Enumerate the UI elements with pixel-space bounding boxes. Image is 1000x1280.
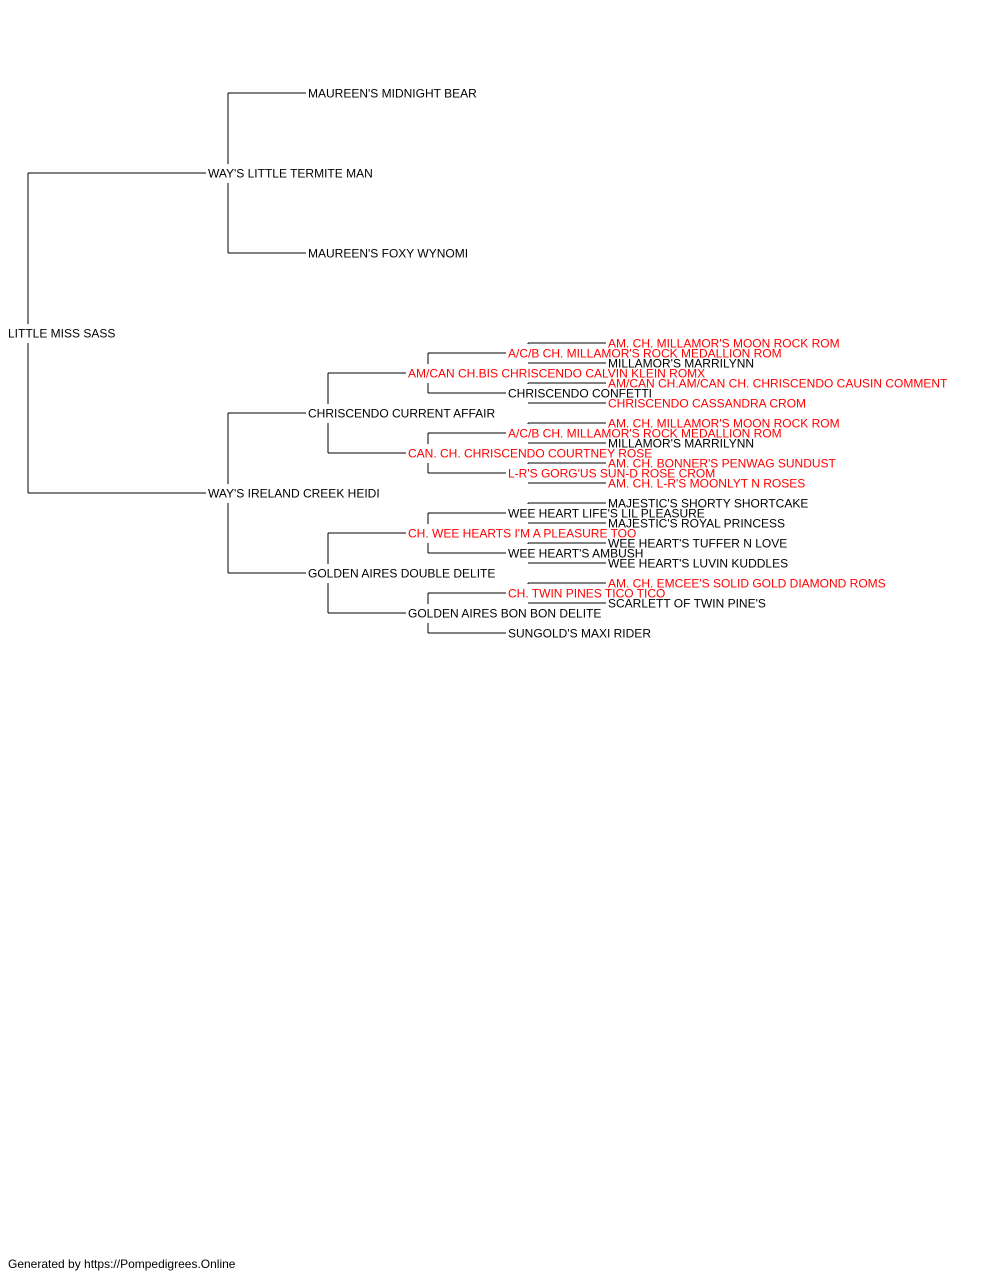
pedigree-node: SCARLETT OF TWIN PINE'S [608,597,766,611]
pedigree-node: WAY'S IRELAND CREEK HEIDI [208,487,380,501]
pedigree-node: A/C/B CH. MILLAMOR'S ROCK MEDALLION ROM [508,427,782,441]
pedigree-node: CHRISCENDO CONFETTI [508,387,652,401]
pedigree-node: GOLDEN AIRES BON BON DELITE [408,607,601,621]
pedigree-node: CHRISCENDO CASSANDRA CROM [608,397,806,411]
pedigree-node: MILLAMOR'S MARRILYNN [608,437,754,451]
pedigree-node: AM. CH. L-R'S MOONLYT N ROSES [608,477,805,491]
footer-credit: Generated by https://Pompedigrees.Online [8,1257,236,1271]
pedigree-node: A/C/B CH. MILLAMOR'S ROCK MEDALLION ROM [508,347,782,361]
pedigree-node: WEE HEART'S TUFFER N LOVE [608,537,787,551]
pedigree-node: L-R'S GORG'US SUN-D ROSE CROM [508,467,715,481]
pedigree-node: AM. CH. BONNER'S PENWAG SUNDUST [608,457,837,471]
pedigree-node: SUNGOLD'S MAXI RIDER [508,627,651,641]
pedigree-node: GOLDEN AIRES DOUBLE DELITE [308,567,495,581]
pedigree-node: AM/CAN CH.BIS CHRISCENDO CALVIN KLEIN RO… [408,367,705,381]
pedigree-node: AM. CH. MILLAMOR'S MOON ROCK ROM [608,417,840,431]
pedigree-node: MILLAMOR'S MARRILYNN [608,357,754,371]
pedigree-node: LITTLE MISS SASS [8,327,115,341]
pedigree-node: WAY'S LITTLE TERMITE MAN [208,167,373,181]
pedigree-node: MAJESTIC'S SHORTY SHORTCAKE [608,497,808,511]
pedigree-node: CH. TWIN PINES TICO TICO [508,587,665,601]
pedigree-node: MAJESTIC'S ROYAL PRINCESS [608,517,785,531]
pedigree-node: WEE HEART'S AMBUSH [508,547,643,561]
pedigree-node: AM/CAN CH.AM/CAN CH. CHRISCENDO CAUSIN C… [608,377,948,391]
pedigree-node: AM. CH. MILLAMOR'S MOON ROCK ROM [608,337,840,351]
pedigree-node: CAN. CH. CHRISCENDO COURTNEY ROSE [408,447,652,461]
pedigree-node: CHRISCENDO CURRENT AFFAIR [308,407,495,421]
pedigree-node: MAUREEN'S MIDNIGHT BEAR [308,87,477,101]
pedigree-node: WEE HEART LIFE'S LIL PLEASURE [508,507,705,521]
pedigree-node: WEE HEART'S LUVIN KUDDLES [608,557,788,571]
pedigree-node: MAUREEN'S FOXY WYNOMI [308,247,468,261]
pedigree-node: CH. WEE HEARTS I'M A PLEASURE TOO [408,527,636,541]
pedigree-node: AM. CH. EMCEE'S SOLID GOLD DIAMOND ROMS [608,577,886,591]
